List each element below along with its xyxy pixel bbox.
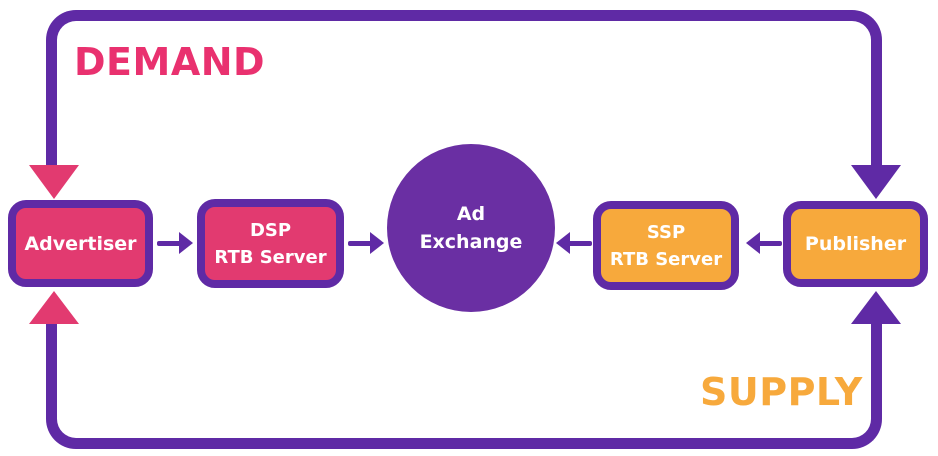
supply-heading: SUPPLY bbox=[700, 370, 863, 414]
publisher-node: Publisher bbox=[783, 201, 928, 287]
ssp-label-line2: RTB Server bbox=[609, 248, 723, 270]
arrowhead-into-publisher-bottom-icon bbox=[851, 291, 901, 324]
arrowhead-into-advertiser-top-icon bbox=[29, 165, 79, 199]
advertiser-label: Advertiser bbox=[24, 232, 137, 255]
arrow-ssp-to-exchange bbox=[556, 232, 592, 254]
arrow-dsp-to-exchange bbox=[348, 232, 384, 254]
arrow-right-icon bbox=[370, 232, 384, 254]
arrow-stem bbox=[157, 241, 181, 246]
arrow-publisher-to-ssp bbox=[746, 232, 782, 254]
arrow-stem bbox=[758, 241, 782, 246]
publisher-label: Publisher bbox=[804, 233, 907, 255]
arrow-right-icon bbox=[179, 232, 193, 254]
exchange-label-line1: Ad bbox=[456, 202, 486, 225]
arrow-stem bbox=[348, 241, 372, 246]
ssp-rtb-server-node: SSP RTB Server bbox=[593, 201, 739, 290]
dsp-rtb-server-node: DSP RTB Server bbox=[197, 199, 344, 288]
arrowhead-into-advertiser-bottom-icon bbox=[29, 291, 79, 324]
flow-loop-top-border bbox=[46, 10, 882, 165]
arrow-stem bbox=[568, 241, 592, 246]
arrow-left-icon bbox=[746, 232, 760, 254]
exchange-label-line2: Exchange bbox=[419, 231, 523, 253]
flow-loop-bottom-border bbox=[46, 323, 882, 449]
arrow-advertiser-to-dsp bbox=[157, 232, 193, 254]
demand-heading: DEMAND bbox=[74, 40, 266, 84]
advertiser-node: Advertiser bbox=[8, 200, 153, 287]
arrow-left-icon bbox=[556, 232, 570, 254]
dsp-label-line2: RTB Server bbox=[214, 246, 327, 268]
arrowhead-into-publisher-top-icon bbox=[851, 165, 901, 199]
ad-exchange-node: Ad Exchange bbox=[387, 144, 555, 312]
dsp-label-line1: DSP bbox=[249, 219, 292, 241]
ssp-label-line1: SSP bbox=[646, 221, 686, 243]
